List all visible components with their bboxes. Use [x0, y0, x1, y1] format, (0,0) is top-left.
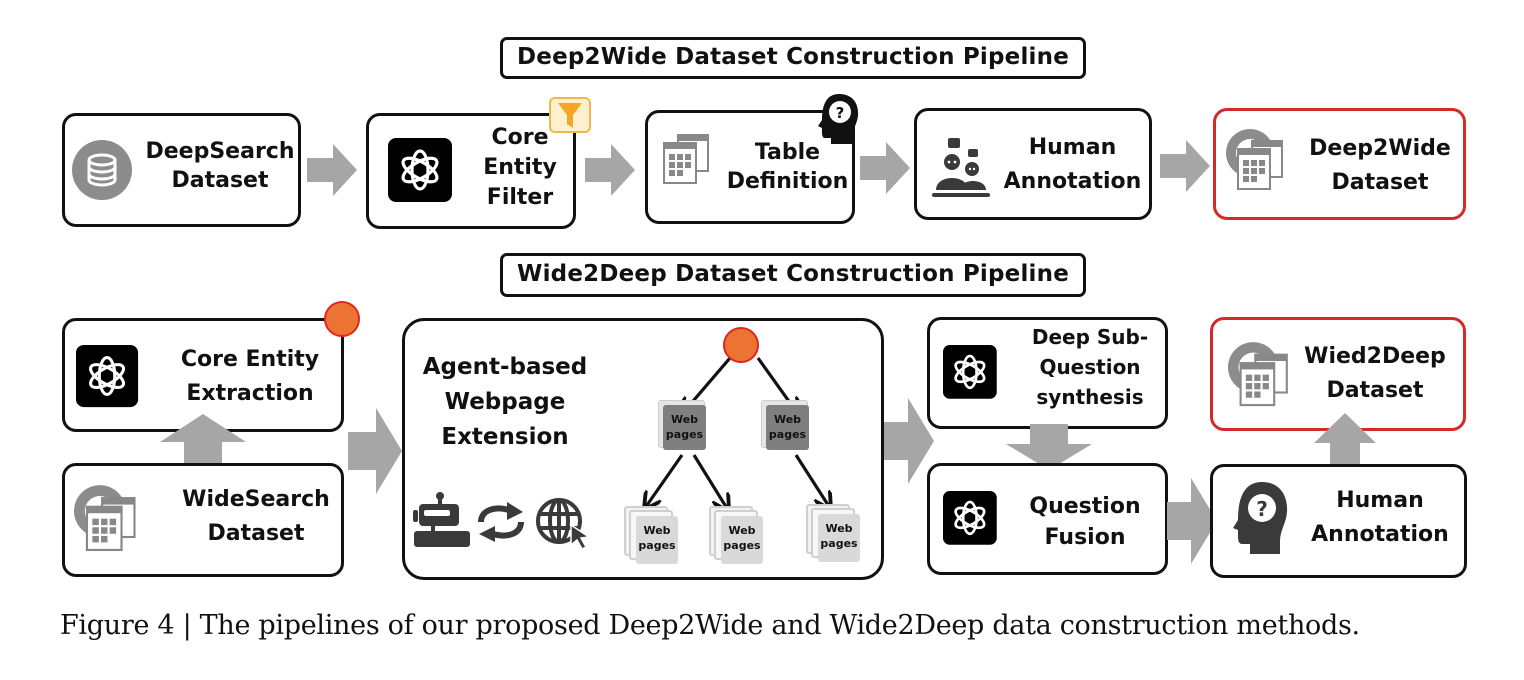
label-line: WideSearch [182, 487, 330, 512]
webpage-node-dark: Web pages [761, 400, 809, 450]
widesearch-dataset-label: WideSearch Dataset [170, 483, 342, 551]
exchange-arrows-icon [478, 502, 524, 542]
tree-edge [794, 454, 830, 508]
deep2wide-dataset-label: Deep2Wide Dataset [1300, 132, 1460, 200]
flow-arrow-up [1314, 413, 1376, 475]
figure-caption: Figure 4 | The pipelines of our proposed… [60, 610, 1360, 641]
agent-webpage-extension-label: Agent-based Webpage Extension [410, 350, 600, 455]
flow-arrow [884, 398, 934, 484]
flow-arrow [1167, 478, 1217, 564]
label-line: pages [820, 537, 858, 550]
label-line: Web [825, 522, 853, 535]
wide2deep-pipeline-title: Wide2Deep Dataset Construction Pipeline [500, 253, 1086, 297]
label-line: Wied2Deep [1304, 344, 1446, 369]
label-line: Human [1336, 488, 1424, 513]
label-line: Dataset [207, 521, 305, 546]
label-line: Question [1029, 494, 1141, 519]
label-line: Entity [483, 155, 557, 180]
flow-arrow [860, 142, 910, 194]
label-line: Deep Sub- [1031, 325, 1149, 349]
label-line: Dataset [171, 168, 269, 193]
label-line: synthesis [1036, 385, 1144, 409]
globe-cursor-icon [536, 498, 592, 550]
table-definition-label: Table Definition [725, 138, 850, 196]
flow-arrow-down [1006, 424, 1092, 470]
label-line: Annotation [1311, 522, 1449, 547]
root-entity-dot-icon [723, 327, 759, 363]
label-line: Core [491, 125, 549, 150]
flow-arrow-up [160, 414, 246, 470]
label-line: Web [670, 413, 699, 426]
label-line: Dataset [1326, 378, 1424, 403]
database-table-icon [1226, 127, 1306, 199]
label-line: Web [728, 524, 756, 537]
table-windows-icon [663, 134, 709, 184]
people-chat-icon [932, 138, 990, 197]
webpage-stack-light: Web pages [709, 506, 764, 566]
label-line: pages [665, 428, 704, 441]
deep2wide-pipeline-title: Deep2Wide Dataset Construction Pipeline [500, 37, 1086, 79]
database-table-icon [1228, 340, 1308, 420]
label-line: Deep2Wide [1309, 136, 1451, 161]
flow-arrow [1160, 140, 1210, 192]
flow-arrow [348, 408, 402, 494]
label-line: Agent-based [422, 354, 588, 380]
human-annotation-bottom-label: Human Annotation [1300, 484, 1460, 552]
tree-edge [645, 454, 684, 508]
deepsearch-dataset-label: DeepSearch Dataset [140, 137, 300, 195]
label-line: Table [754, 140, 821, 165]
label-line: Filter [486, 185, 554, 210]
openai-logo-icon [386, 136, 454, 204]
label-line: Web [643, 524, 671, 537]
label-line: Question [1039, 355, 1141, 379]
label-line: pages [638, 539, 676, 552]
webpage-stack-light: Web pages [624, 506, 679, 566]
head-question-icon: ? [818, 94, 859, 144]
filter-funnel-icon [549, 97, 591, 133]
core-entity-filter-label: Core Entity Filter [470, 123, 570, 213]
robot-agent-icon [413, 492, 470, 547]
label-line: Core Entity [180, 347, 320, 372]
wied2deep-dataset-label: Wied2Deep Dataset [1300, 340, 1450, 408]
label-line: Extension [441, 424, 569, 450]
database-icon [72, 140, 132, 200]
database-table-icon [74, 483, 154, 573]
label-line: Fusion [1044, 525, 1126, 550]
openai-logo-icon [941, 489, 999, 547]
core-entity-extraction-label: Core Entity Extraction [160, 343, 340, 411]
label-line: Extraction [186, 381, 314, 406]
human-annotation-top-label: Human Annotation [1000, 131, 1145, 199]
label-line: Webpage [444, 389, 566, 415]
label-line: Web [773, 413, 802, 426]
question-fusion-label: Question Fusion [1015, 491, 1155, 553]
svg-text:?: ? [1256, 497, 1268, 521]
webpage-node-dark: Web pages [658, 400, 706, 450]
flow-arrow [307, 144, 357, 196]
label-line: Definition [726, 169, 849, 194]
webpage-stack-light: Web pages [806, 504, 861, 564]
label-line: pages [723, 539, 761, 552]
openai-logo-icon [74, 343, 140, 409]
label-line: Dataset [1331, 170, 1429, 195]
head-question-icon: ? [1233, 482, 1288, 554]
label-line: Human [1028, 135, 1117, 160]
entity-dot-icon [324, 301, 360, 337]
label-line: Annotation [1003, 169, 1142, 194]
deep-subquestion-label: Deep Sub- Question synthesis [1020, 322, 1160, 412]
openai-logo-icon [941, 343, 999, 401]
flow-arrow [585, 144, 635, 196]
tree-edge [692, 454, 728, 510]
label-line: DeepSearch [145, 139, 295, 164]
label-line: pages [768, 428, 807, 441]
svg-text:?: ? [836, 104, 845, 122]
